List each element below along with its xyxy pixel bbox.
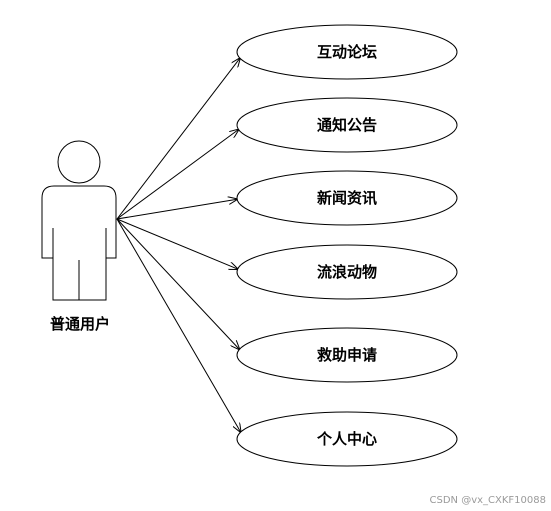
use-case-6: 个人中心 bbox=[236, 411, 458, 467]
use-case-ellipse bbox=[236, 411, 458, 467]
use-cases: 互动论坛 通知公告 新闻资讯 流浪动物 救助申请 个人中心 bbox=[236, 24, 458, 467]
use-case-label: 救助申请 bbox=[317, 346, 377, 364]
watermark: CSDN @vx_CXKF10088 bbox=[430, 495, 546, 506]
association-arrow-3 bbox=[116, 199, 237, 220]
use-case-ellipse bbox=[236, 97, 458, 153]
actor-label: 普通用户 bbox=[50, 315, 110, 333]
use-case-label: 流浪动物 bbox=[317, 263, 377, 281]
association-arrow-2 bbox=[116, 130, 239, 220]
association-arrow-4 bbox=[116, 218, 238, 269]
use-case-label: 通知公告 bbox=[317, 116, 377, 134]
use-case-label: 个人中心 bbox=[316, 430, 377, 448]
association-arrow-6 bbox=[116, 218, 241, 432]
associations bbox=[116, 58, 241, 432]
use-case-ellipse bbox=[236, 244, 458, 300]
use-case-ellipse bbox=[236, 24, 458, 80]
use-case-1: 互动论坛 bbox=[236, 24, 458, 80]
use-case-2: 通知公告 bbox=[236, 97, 458, 153]
use-case-5: 救助申请 bbox=[236, 327, 458, 383]
association-arrow-1 bbox=[116, 58, 240, 220]
use-case-ellipse bbox=[236, 327, 458, 383]
use-case-ellipse bbox=[236, 170, 458, 226]
association-arrow-5 bbox=[116, 218, 239, 349]
actor-body bbox=[41, 185, 117, 301]
actor-head bbox=[57, 140, 101, 184]
use-case-label: 互动论坛 bbox=[317, 43, 377, 61]
use-case-label: 新闻资讯 bbox=[317, 189, 377, 207]
actor-figure bbox=[41, 140, 117, 301]
use-case-3: 新闻资讯 bbox=[236, 170, 458, 226]
use-case-4: 流浪动物 bbox=[236, 244, 458, 300]
